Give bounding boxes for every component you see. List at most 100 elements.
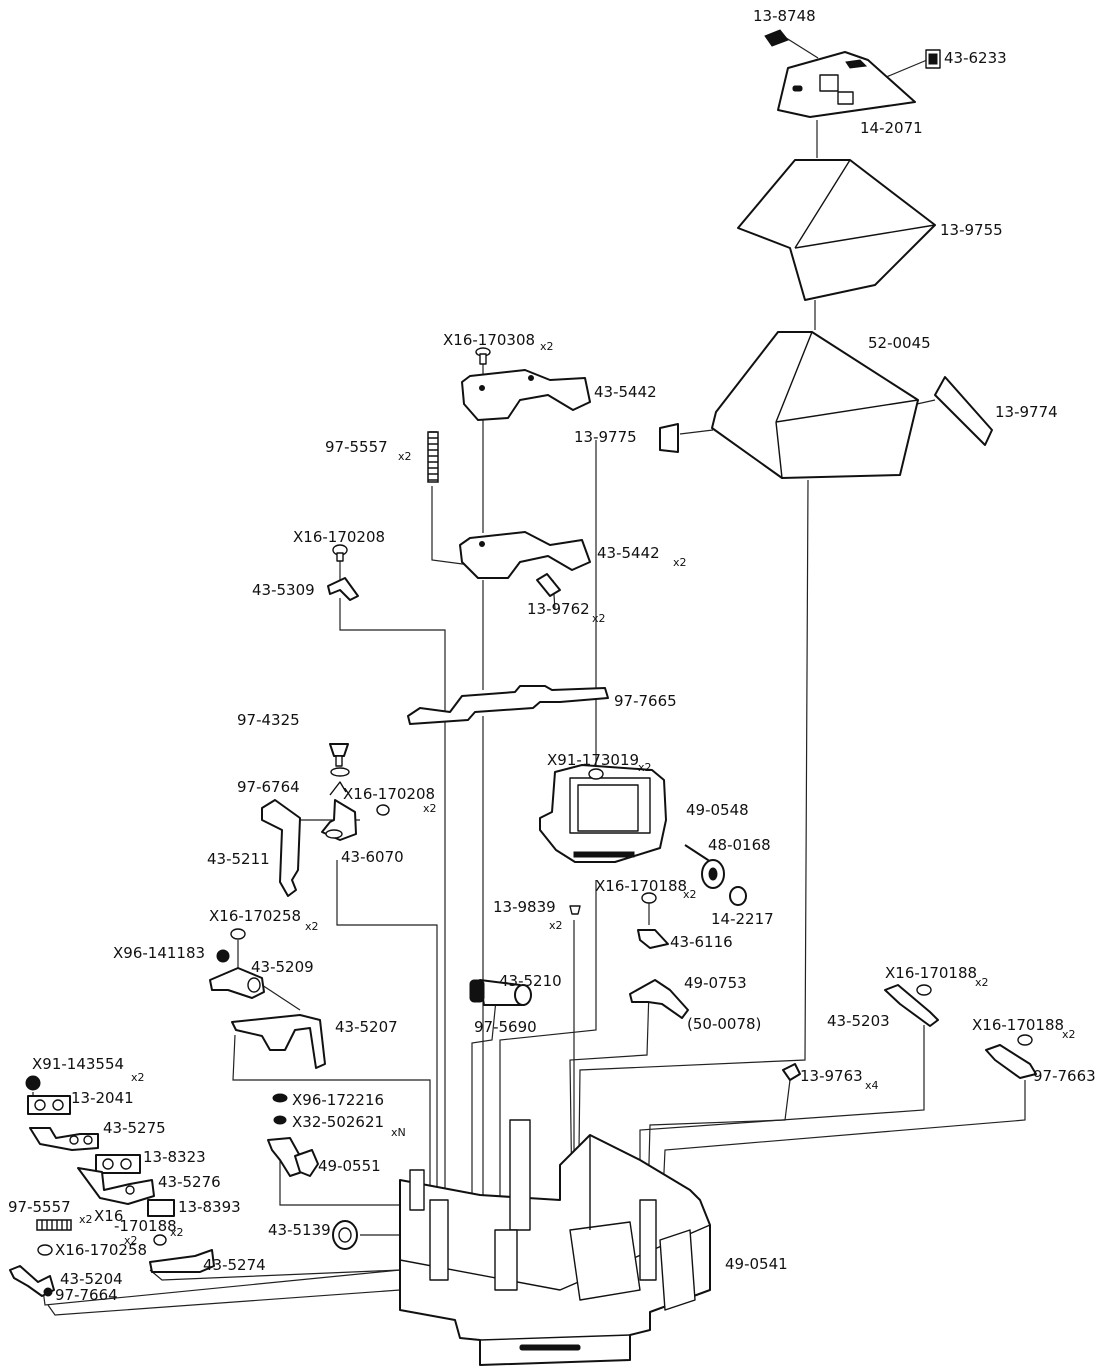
part-13-2041-plate [27,1095,71,1115]
part-13-9839-pin [569,905,581,915]
screw-x96-172216 [272,1093,288,1103]
part-43-5275-bracket [29,1127,99,1151]
label-13-9839: 13-9839 [493,898,556,916]
label-97-5557-lower: 97-5557 [8,1198,71,1216]
label-13-9762: 13-9762 [527,600,590,618]
screw-x16-170208-side [376,804,390,816]
label-x16-170188-center: X16-170188 [595,877,687,895]
part-43-5203-bracket [884,984,939,1027]
label-43-5204: 43-5204 [60,1270,123,1288]
screw-x16-170188-right1 [916,984,932,996]
screw-x16-170188-left [153,1234,167,1246]
label-x32-502621: X32-502621 [292,1113,384,1131]
part-43-6070-bracket [321,799,357,841]
qty-x16-170308: x2 [540,340,554,353]
label-97-7664: 97-7664 [55,1286,118,1304]
part-97-5690-spring [469,979,485,1003]
part-13-8748-plate [764,29,789,47]
label-13-8393: 13-8393 [178,1198,241,1216]
leader-lines [32,35,1026,1316]
label-x16-170188-right1: X16-170188 [885,964,977,982]
label-49-0753: 49-0753 [684,974,747,992]
part-97-7664-washer [43,1287,53,1297]
label-49-0551: 49-0551 [318,1157,381,1175]
label-48-0168: 48-0168 [708,836,771,854]
qty-97-5557-upper: x2 [398,450,412,463]
label-43-5203: 43-5203 [827,1012,890,1030]
label-14-2217: 14-2217 [711,910,774,928]
label-43-5276: 43-5276 [158,1173,221,1191]
label-97-7663: 97-7663 [1033,1067,1096,1085]
label-x16-170208-upper: X16-170208 [293,528,385,546]
qty-x16-170188-left-b: x2 [124,1234,138,1247]
screw-x16-170308 [475,347,491,365]
part-49-0551-block [267,1137,319,1177]
qty-x91-143554: x2 [131,1071,145,1084]
label-x16-170188-left-1: X16 [94,1207,123,1225]
part-97-7665-bar [407,685,609,725]
label-x91-143554: X91-143554 [32,1055,124,1073]
part-48-0168-roller [684,844,725,889]
qty-x16-170258-upper: x2 [305,920,319,933]
part-43-5442-upper-bracket [461,369,591,421]
qty-x32-502621: xN [391,1126,406,1139]
label-x16-170188-left-2: -170188 [114,1217,177,1235]
part-97-4325-knob [329,743,349,767]
label-43-5442-lower: 43-5442 [597,544,660,562]
part-49-0548-frame [539,764,667,863]
qty-x91-173019: x2 [638,761,652,774]
part-13-9774-panel [934,376,993,446]
label-14-2071: 14-2071 [860,119,923,137]
washer-x32-502621 [273,1115,287,1125]
label-97-6764: 97-6764 [237,778,300,796]
label-43-5209: 43-5209 [251,958,314,976]
label-43-6070: 43-6070 [341,848,404,866]
label-43-5210: 43-5210 [499,972,562,990]
label-13-9755: 13-9755 [940,221,1003,239]
screw-x16-170208 [332,544,348,562]
label-13-8323: 13-8323 [143,1148,206,1166]
part-13-9762-pin [536,573,561,597]
qty-13-9763: x4 [865,1079,879,1092]
part-49-0541-base [399,1119,711,1366]
part-43-5207-fork [231,1014,326,1069]
part-43-5442-lower-bracket [459,531,591,579]
part-52-0045-housing [711,331,919,479]
qty-13-9839: x2 [549,919,563,932]
part-97-5557-spring-lower [36,1219,72,1231]
part-14-2217-cap [729,886,747,906]
screw-x91-173019 [588,768,604,780]
qty-43-5442-lower: x2 [673,556,687,569]
label-x16-170208-lower: X16-170208 [343,785,435,803]
label-x91-173019: X91-173019 [547,751,639,769]
label-52-0045: 52-0045 [868,334,931,352]
part-13-9755-hood [737,159,936,301]
label-49-0548: 49-0548 [686,801,749,819]
part-49-0753-lever [629,979,689,1019]
part-13-9775-panel [659,423,679,453]
screw-x16-170188-right2 [1017,1034,1033,1046]
qty-13-9762: x2 [592,612,606,625]
screw-x16-170258 [230,928,246,940]
part-43-6233-bracket [925,49,941,69]
label-50-0078: (50-0078) [687,1015,761,1033]
qty-97-5557-lower: x2 [79,1213,93,1226]
part-13-8323-plate [95,1154,141,1174]
label-43-5139: 43-5139 [268,1221,331,1239]
label-43-5309: 43-5309 [252,581,315,599]
label-x16-170308: X16-170308 [443,331,535,349]
label-43-5211: 43-5211 [207,850,270,868]
part-13-8393-plate [147,1199,175,1217]
screw-x96-141183 [216,949,230,963]
label-97-5557-upper: 97-5557 [325,438,388,456]
part-97-5557-spring-upper [427,431,439,483]
label-13-9774: 13-9774 [995,403,1058,421]
part-43-5211-plate [261,799,301,897]
label-43-5275: 43-5275 [103,1119,166,1137]
part-43-5204-lever [9,1265,55,1297]
part-97-6764-washer [329,767,350,796]
part-14-2071-cover [777,51,916,118]
screw-x16-170258-left [37,1244,53,1256]
label-x16-170258-upper: X16-170258 [209,907,301,925]
